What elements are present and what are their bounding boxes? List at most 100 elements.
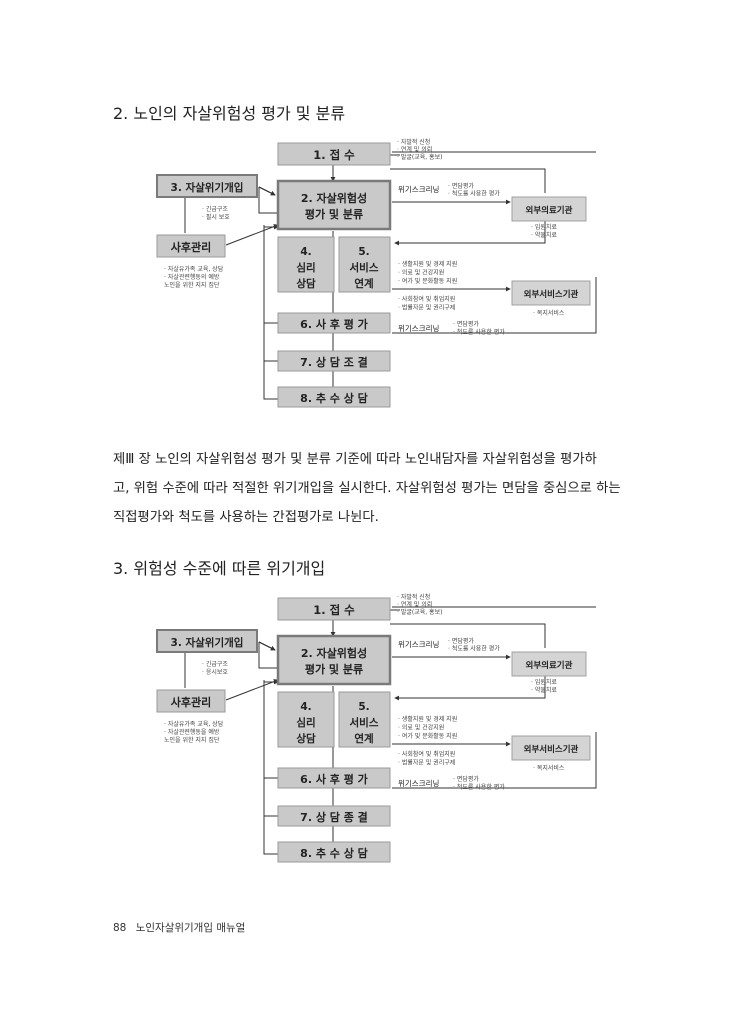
note-text: · 생활지원 및 경제 지원: [398, 260, 457, 268]
note-text: · 여가 및 문화활동 지원: [398, 277, 457, 285]
box-label: 3. 자살위기개입: [171, 181, 244, 194]
note-text: · 긴급구조: [202, 660, 228, 668]
box-label: 상담: [296, 277, 316, 290]
note-text: · 입원치료: [531, 678, 557, 686]
connector-line: [390, 623, 546, 648]
box-label: 사후관리: [171, 240, 211, 254]
box-label: 3. 자살위기개입: [171, 636, 244, 649]
note-text: · 응시보호: [202, 669, 228, 676]
box-label: 7. 상 담 조 결: [300, 355, 368, 369]
connector-line: [258, 186, 276, 196]
box-post-evaluation: [277, 312, 391, 334]
box-label: 4.: [300, 246, 311, 258]
note-text: · 면담평가: [453, 775, 479, 783]
note-text: · 의료 및 건강지원: [398, 724, 444, 732]
section-3-heading: 3. 위험성 수준에 따른 위기개입: [113, 559, 326, 578]
page-footer: 88 노인자살위기개입 매뉴얼: [113, 920, 245, 935]
box-label: 연계: [354, 277, 373, 290]
box-counseling: [277, 691, 335, 748]
box-label: 1. 접 수: [313, 603, 355, 617]
box-label: 심리: [296, 716, 315, 729]
box-aftercare: [156, 234, 226, 258]
note-text: · 자살관련행동을 예방: [164, 728, 220, 736]
body-paragraph: 제Ⅲ 장 노인의 자살위험성 평가 및 분류 기준에 따라 노인내담자를 자살위…: [113, 445, 643, 532]
note-text: · 척도를 사용한 평가: [448, 190, 500, 198]
box-intake: [277, 142, 391, 166]
paragraph-line-1: 제Ⅲ 장 노인의 자살위험성 평가 및 분류 기준에 따라 노인내담자를 자살위…: [113, 452, 597, 467]
box-label: 외부서비스기관: [524, 289, 579, 300]
box-risk-assessment: [276, 634, 392, 686]
screening-label: 위기스크리닝: [398, 323, 439, 333]
connector-line: [394, 221, 546, 246]
note-text: · 자살관련행동의 예방: [164, 273, 220, 281]
box-label: 6. 사 후 평 가: [300, 772, 368, 786]
note-text: · 여가 및 문화활동 지원: [398, 732, 457, 740]
box-follow-up: [277, 841, 391, 863]
box-risk-assessment: [276, 179, 392, 231]
screening-label: 위기스크리닝: [398, 184, 439, 194]
box-label: 외부의료기관: [526, 205, 573, 216]
note-text: · 연계 및 의뢰: [397, 146, 432, 154]
box-counseling-end: [277, 805, 391, 827]
connector-line: [263, 225, 278, 400]
note-text: · 약물치료: [531, 686, 557, 694]
note-text: · 긴급구조: [202, 205, 228, 213]
box-counseling-end: [277, 350, 391, 372]
box-label: 5.: [358, 246, 369, 258]
connector-line: [258, 641, 276, 651]
note-text: · 척도를 사용한 평가: [448, 645, 500, 653]
box-counseling: [277, 236, 335, 293]
box-label: 8. 추 수 상 담: [300, 846, 368, 860]
box-label: 6. 사 후 평 가: [300, 317, 368, 331]
note-text: · 필시 보호: [202, 214, 230, 221]
note-text: · 생활지원 및 경제 지원: [398, 715, 457, 723]
note-text: · 입원치료: [531, 223, 557, 231]
screening-label: 위기스크리닝: [398, 639, 439, 649]
box-intake: [277, 597, 391, 621]
note-text: · 사회참여 및 취업지원: [398, 750, 455, 758]
note-text: · 복지서비스: [533, 764, 565, 772]
note-text: 노인을 위한 지지 집단: [164, 736, 220, 744]
box-label: 1. 접 수: [313, 148, 355, 162]
note-text: · 의료 및 건강지원: [398, 269, 444, 277]
screening-label: 위기스크리닝: [398, 778, 439, 788]
box-service-linkage: [338, 236, 391, 293]
paragraph-line-3: 직접평가와 척도를 사용하는 간접평가로 나뉜다.: [113, 510, 379, 525]
footer-title: 노인자살위기개입 매뉴얼: [135, 922, 246, 934]
note-text: · 척도를 사용한 평가: [453, 328, 505, 336]
note-text: · 자발적 신청: [397, 593, 430, 601]
box-label: 평가 및 분류: [305, 207, 363, 221]
note-text: · 척도를 사용한 평가: [453, 783, 505, 791]
box-label: 외부의료기관: [526, 660, 573, 671]
box-label: 심리: [296, 261, 315, 274]
box-label: 외부서비스기관: [524, 744, 579, 755]
box-label: 2. 자살위험성: [301, 191, 367, 205]
paragraph-line-2: 고, 위험 수준에 따라 적절한 위기개입을 실시한다. 자살위험성 평가는 면…: [113, 481, 621, 496]
connector-line: [263, 680, 278, 855]
connector-line: [394, 676, 546, 701]
box-crisis-intervention: [156, 629, 258, 653]
box-label: 7. 상 담 종 결: [300, 810, 368, 824]
note-text: · 자살유가족 교육, 상담: [164, 720, 224, 728]
note-text: · 면담평가: [453, 320, 479, 328]
box-label: 평가 및 분류: [305, 662, 363, 676]
box-follow-up: [277, 386, 391, 408]
connector-line: [225, 679, 279, 701]
connector-line: [258, 642, 278, 669]
connector-line: [392, 277, 597, 334]
note-text: · 법률자문 및 권리구제: [398, 304, 455, 312]
box-crisis-intervention: [156, 174, 258, 198]
box-label: 4.: [300, 701, 311, 713]
note-text: · 법률자문 및 권리구제: [398, 759, 455, 767]
page-number: 88: [113, 922, 127, 934]
note-text: · 면담평가: [448, 637, 474, 645]
note-text: · 사회참여 및 취업지원: [398, 295, 455, 303]
note-text: · 약물치료: [531, 231, 557, 239]
box-medical-institution: [511, 651, 587, 677]
box-label: 서비스: [350, 716, 379, 729]
box-external-service: [511, 735, 591, 761]
box-external-service: [511, 280, 591, 306]
box-label: 상담: [296, 732, 316, 745]
note-text: · 면담평가: [448, 182, 474, 190]
box-label: 5.: [358, 701, 369, 713]
